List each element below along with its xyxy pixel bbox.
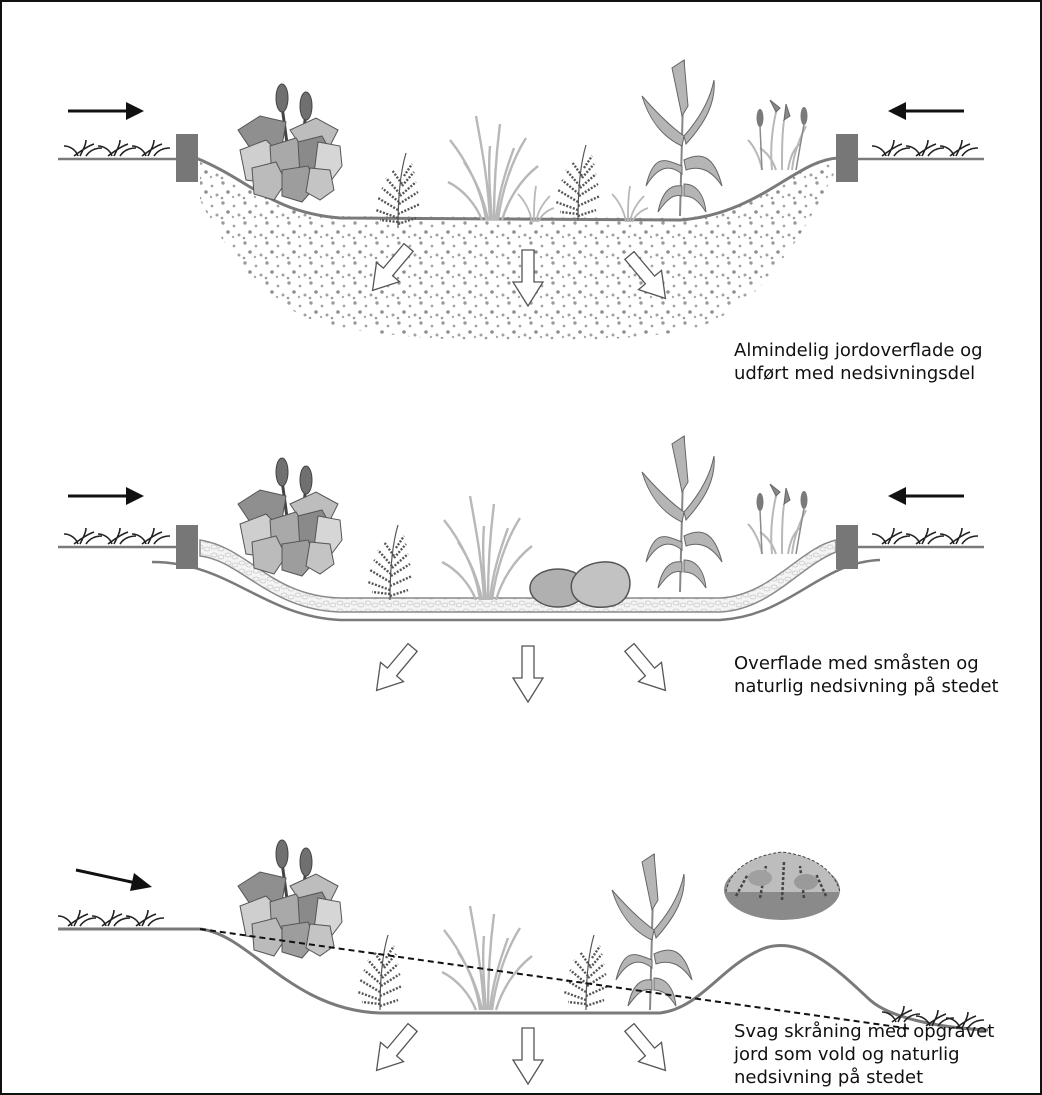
inflow-arrow-left xyxy=(68,102,144,120)
edge-post-right xyxy=(836,134,858,182)
caption-line: udført med nedsivningsdel xyxy=(734,362,983,385)
boulder-right xyxy=(571,562,630,607)
panel-1-diagram xyxy=(58,60,984,342)
flow-arrow-down-center xyxy=(513,1028,543,1084)
caption-line: Svag skråning med opgravet xyxy=(734,1020,994,1043)
edge-post-left xyxy=(176,525,198,569)
caption-line: nedsivning på stedet xyxy=(734,1066,994,1089)
caption-panel-1: Almindelig jordoverflade og udført med n… xyxy=(734,339,983,385)
flow-arrow-down-center xyxy=(513,646,543,702)
caption-line: Almindelig jordoverflade og xyxy=(734,339,983,362)
ground-profile-3 xyxy=(58,929,988,1030)
flow-arrow-down-left xyxy=(365,638,424,700)
caption-panel-2: Overflade med småsten og naturlig nedsiv… xyxy=(734,652,999,698)
caption-line: naturlig nedsivning på stedet xyxy=(734,675,999,698)
flow-arrow-down-right xyxy=(618,638,677,700)
caption-line: Overflade med småsten og xyxy=(734,652,999,675)
inflow-arrow-right xyxy=(888,102,964,120)
edge-post-left xyxy=(176,134,198,182)
inflow-arrow-left xyxy=(76,870,152,891)
caption-line: jord som vold og naturlig xyxy=(734,1043,994,1066)
flow-arrow-down-left xyxy=(365,1018,424,1080)
flow-arrow-down-right xyxy=(618,1018,677,1080)
caption-panel-3: Svag skråning med opgravet jord som vold… xyxy=(734,1020,994,1089)
mound-bush xyxy=(724,852,840,920)
inflow-arrow-left xyxy=(68,487,144,505)
inflow-arrow-right xyxy=(888,487,964,505)
edge-post-right xyxy=(836,525,858,569)
